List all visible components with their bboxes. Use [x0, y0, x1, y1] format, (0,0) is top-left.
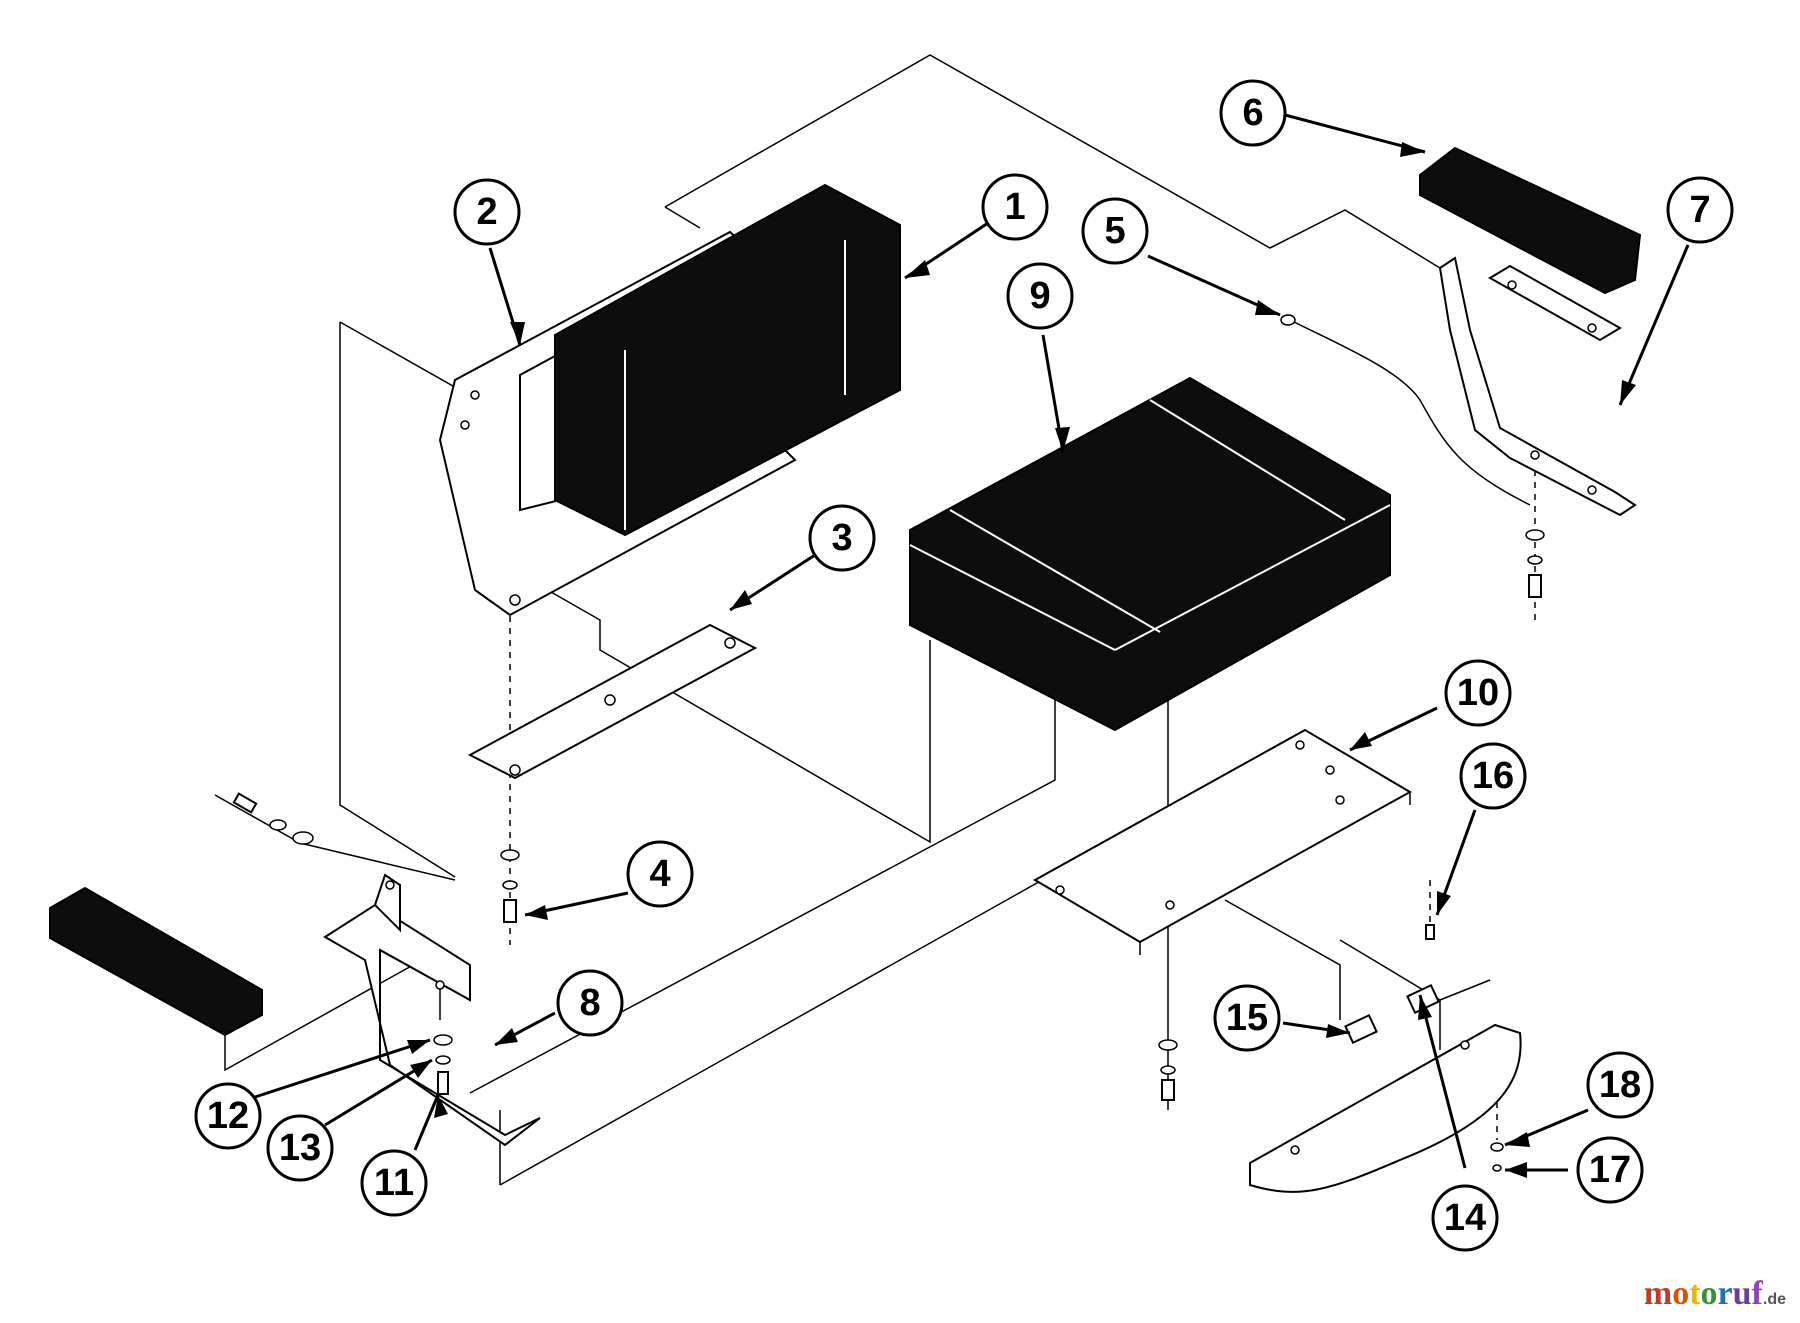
callout-14-label: 14 [1444, 1197, 1486, 1239]
watermark-suffix: .de [1762, 1291, 1786, 1308]
callout-17-label: 17 [1589, 1149, 1631, 1191]
part-5-cable [1280, 314, 1531, 506]
ref-line-bottom-2 [499, 869, 1061, 1186]
watermark-letter: r [1717, 1275, 1733, 1312]
callout-1: 1 [981, 173, 1049, 241]
callout-3-label: 3 [831, 517, 852, 559]
callouts: 1 2 3 4 5 6 7 8 9 10 11 12 13 14 15 16 1… [194, 79, 1734, 1252]
callout-1-label: 1 [1004, 186, 1025, 228]
ref-line-pad-left [224, 949, 441, 1072]
callout-16-label: 16 [1472, 755, 1514, 797]
part-3-plate [467, 623, 758, 780]
watermark-letter: o [1672, 1275, 1690, 1312]
callout-17: 17 [1576, 1136, 1644, 1204]
callout-13-label: 13 [279, 1127, 321, 1169]
watermark-letter: t [1689, 1275, 1701, 1312]
frame-outline-left [339, 322, 456, 878]
callout-14: 14 [1431, 1184, 1499, 1252]
callout-5: 5 [1081, 197, 1149, 265]
callout-2: 2 [453, 178, 521, 246]
callout-10-label: 10 [1457, 672, 1499, 714]
ref-line-mid [529, 579, 931, 844]
callout-13: 13 [266, 1114, 334, 1182]
callout-6: 6 [1219, 79, 1287, 147]
part-7-bracket [1438, 256, 1637, 517]
watermark-letter: u [1732, 1275, 1752, 1312]
ref-line-bottom-1 [469, 700, 1056, 1094]
left-armrest-pad [49, 886, 263, 1037]
ref-line-right-2 [1224, 899, 1341, 1020]
callout-16: 16 [1459, 742, 1527, 810]
callout-7-label: 7 [1689, 189, 1710, 231]
callout-11: 11 [360, 1149, 428, 1217]
ref-line-bolt-upper-left [214, 794, 301, 844]
callout-12: 12 [194, 1082, 262, 1150]
watermark-logo: motoruf.de [1644, 1275, 1786, 1313]
leader-7 [1618, 244, 1690, 406]
callout-15: 15 [1213, 984, 1281, 1052]
callout-11-label: 11 [374, 1162, 414, 1204]
callout-15-label: 15 [1226, 997, 1268, 1039]
callout-12-label: 12 [207, 1095, 249, 1137]
part-1-box [554, 183, 901, 537]
callout-18-label: 18 [1599, 1064, 1641, 1106]
leader-11 [413, 1094, 440, 1151]
leader-14 [1418, 994, 1467, 1169]
callout-2-label: 2 [476, 191, 497, 233]
watermark-letter: f [1751, 1275, 1763, 1312]
frame-outline-top-left [664, 206, 701, 229]
callout-4: 4 [626, 840, 694, 908]
callout-9: 9 [1006, 262, 1074, 330]
ref-line-right-3 [1439, 979, 1491, 1001]
part-9-seat [909, 376, 1391, 732]
callout-8: 8 [556, 969, 624, 1037]
callout-4-label: 4 [649, 853, 670, 895]
part-8-bracket [323, 873, 541, 1147]
callout-10: 10 [1444, 659, 1512, 727]
frame-outline-top [664, 54, 1441, 269]
ref-line-upper-left-2 [299, 842, 456, 881]
hardware [232, 529, 1545, 1172]
watermark-letter: m [1643, 1275, 1673, 1312]
part-10-seat-plate [1032, 728, 1413, 955]
callout-5-label: 5 [1104, 210, 1125, 252]
callout-7: 7 [1666, 176, 1734, 244]
callout-8-label: 8 [579, 982, 600, 1024]
frame-outline-left-top [339, 321, 461, 391]
watermark-letter: o [1700, 1275, 1718, 1312]
seat-support [1249, 1023, 1522, 1193]
part-6-pad [1419, 146, 1642, 295]
callout-18: 18 [1586, 1051, 1654, 1119]
callout-3: 3 [808, 504, 876, 572]
leader-12 [254, 1038, 431, 1099]
leader-lines [254, 113, 1690, 1178]
callout-6-label: 6 [1242, 92, 1263, 134]
callout-9-label: 9 [1029, 275, 1050, 317]
